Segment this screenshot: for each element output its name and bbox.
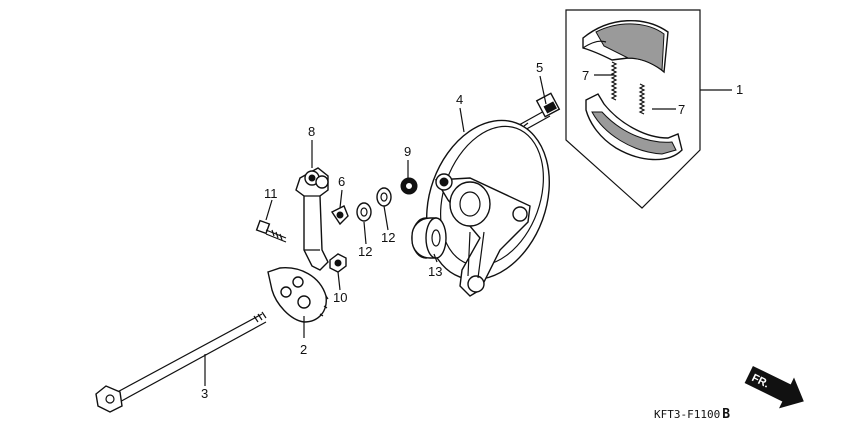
callout-7a: 7 (582, 68, 589, 83)
shoe-spring-left (610, 61, 618, 101)
diagram-rev: B (722, 407, 730, 422)
brake-shoe-box (565, 9, 701, 209)
washer-a (356, 202, 372, 222)
axle (95, 311, 267, 413)
bolt (255, 219, 287, 243)
lock-nut (330, 205, 349, 226)
diagram-code-value: KFT3-F1100 (654, 408, 720, 421)
callout-2: 2 (300, 342, 307, 357)
brake-shoe-lower (585, 93, 683, 161)
callout-4: 4 (456, 92, 463, 107)
callout-7b: 7 (678, 102, 685, 117)
callout-5: 5 (536, 60, 543, 75)
leader-lines (204, 74, 732, 386)
callout-13: 13 (428, 264, 442, 279)
nut (329, 253, 347, 273)
callout-12a: 12 (358, 244, 372, 259)
callouts: 1 2 3 4 5 6 7 7 8 9 10 11 12 12 13 (201, 60, 743, 401)
adjuster-plate (267, 267, 329, 323)
front-arrow-icon: FR. (744, 365, 804, 409)
bearing (400, 177, 418, 195)
callout-12b: 12 (381, 230, 395, 245)
callout-6: 6 (338, 174, 345, 189)
callout-1: 1 (736, 82, 743, 97)
callout-8: 8 (308, 124, 315, 139)
callout-11: 11 (264, 186, 278, 201)
brake-shoe-upper (582, 20, 669, 74)
callout-3: 3 (201, 386, 208, 401)
callout-9: 9 (404, 144, 411, 159)
washer-b (376, 187, 392, 207)
callout-10: 10 (333, 290, 347, 305)
collar (411, 217, 447, 259)
torque-arm (295, 167, 329, 271)
brake-panel (426, 119, 550, 297)
shoe-spring-right (638, 83, 646, 115)
